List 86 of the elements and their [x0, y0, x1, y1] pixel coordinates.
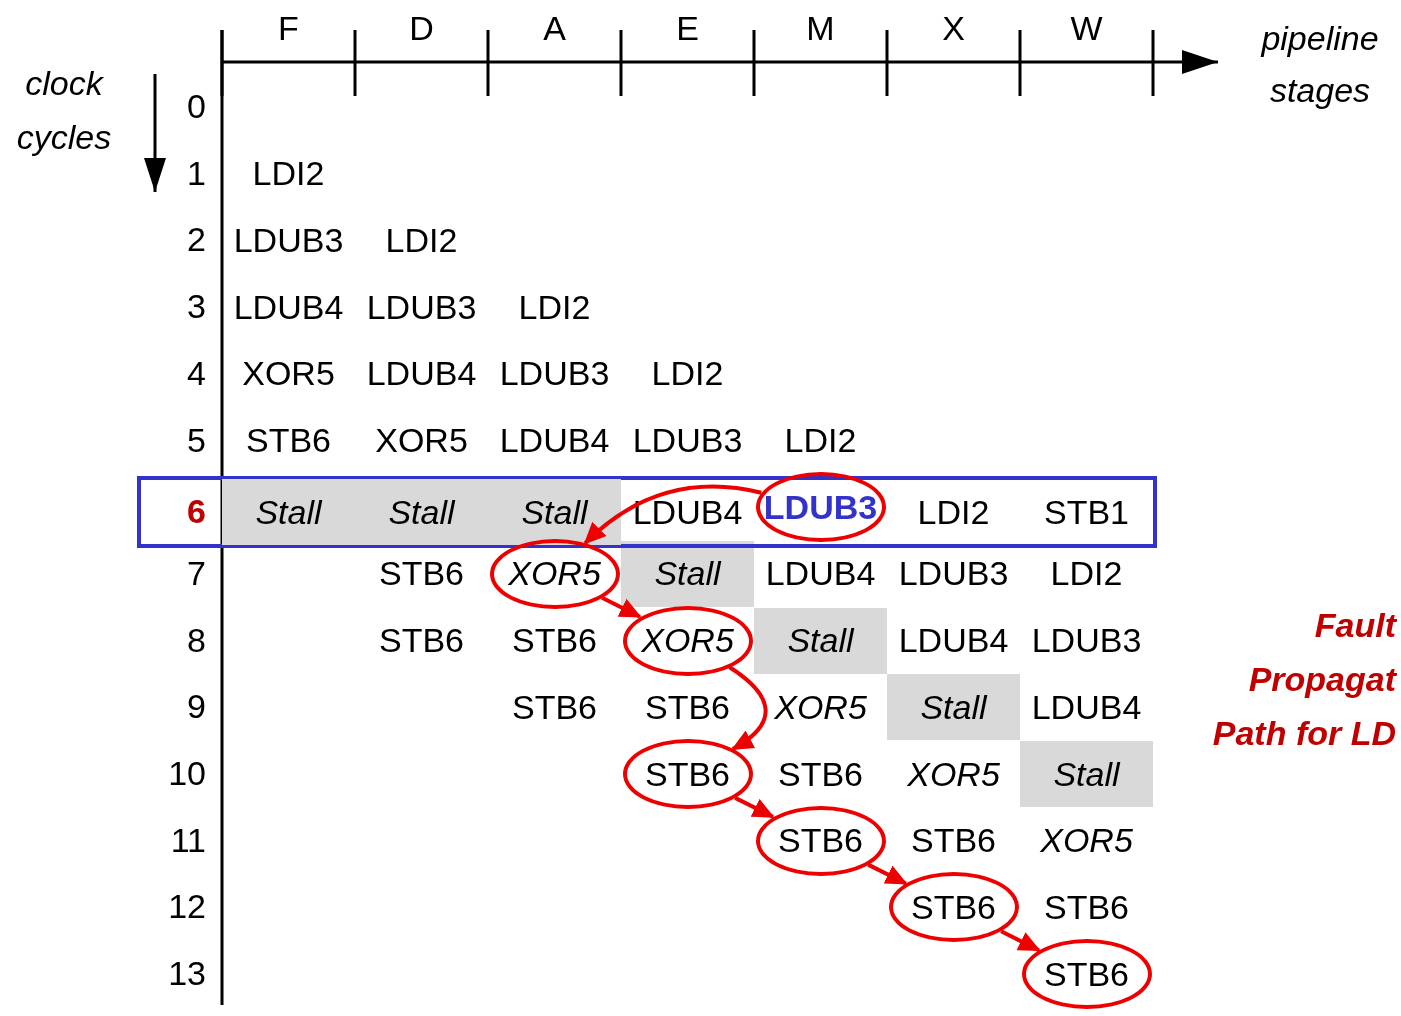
row-number: 4	[187, 353, 206, 393]
instruction-cell-text: LDUB4	[232, 286, 345, 328]
stage-label: A	[542, 7, 567, 49]
instruction-cell-text: XOR5	[1039, 820, 1134, 862]
instruction-cell-text: STB6	[377, 553, 465, 595]
arrow	[728, 665, 768, 751]
instruction-cell-text: STB6	[909, 820, 997, 862]
circled-cell	[1021, 939, 1152, 1010]
stall-cell: Stall	[754, 607, 887, 674]
instruction-text: LDUB3	[763, 487, 878, 527]
instruction-text: XOR5	[508, 554, 601, 594]
circled-cell	[888, 872, 1019, 943]
stall-cell: Stall	[488, 479, 621, 545]
instruction-cell-text: STB6	[643, 686, 731, 728]
instruction-cell-text: LDI2	[384, 219, 459, 261]
instruction-text: STB6	[1043, 954, 1129, 994]
stall-cell: Stall	[355, 479, 488, 545]
stall-cell: Stall	[621, 540, 754, 607]
instruction-cell-text: LDUB3	[897, 553, 1010, 595]
instruction-cell-text: LDI2	[517, 286, 592, 328]
instruction-cell-text: XOR5	[241, 353, 336, 395]
stall-cell: Stall	[887, 674, 1020, 741]
row-number: 6	[187, 492, 206, 531]
circled-cell	[755, 472, 886, 543]
row-number: 11	[170, 820, 206, 860]
instruction-text: XOR5	[641, 621, 734, 661]
instruction-cell-text: LDI2	[916, 491, 991, 533]
instruction-cell-text: LDI2	[783, 420, 858, 461]
circled-cell	[622, 739, 753, 809]
instruction-text: STB6	[777, 821, 863, 861]
row-number: 9	[187, 687, 206, 727]
stall-cell: Stall	[222, 479, 355, 545]
instruction-cell-text: LDUB3	[365, 286, 478, 328]
circled-cell	[755, 805, 886, 876]
row-number: 7	[187, 553, 206, 593]
row-number: 13	[168, 954, 206, 994]
stage-label: M	[805, 7, 836, 49]
instruction-cell-text: LDI2	[1049, 553, 1124, 595]
instruction-cell-text: LDUB3	[1030, 620, 1143, 662]
instruction-cell-text: LDUB4	[897, 620, 1010, 662]
stage-label: X	[941, 7, 966, 49]
instruction-cell-text: XOR5	[906, 753, 1001, 795]
axis-title: pipeline stages	[1259, 18, 1380, 111]
arrow	[734, 796, 775, 819]
instruction-cell-text: XOR5	[374, 420, 469, 461]
instruction-text: STB6	[644, 754, 730, 794]
stage-label: D	[408, 7, 435, 49]
row-number: 10	[168, 754, 206, 793]
row-number: 12	[168, 887, 206, 927]
instruction-cell-text: LDUB4	[498, 420, 611, 461]
instruction-cell-text: STB6	[1042, 886, 1130, 928]
stage-label: E	[675, 7, 700, 49]
axis-title: clock cycles	[15, 63, 113, 158]
stage-label: W	[1069, 7, 1104, 49]
instruction-cell-text: LDUB4	[1030, 686, 1143, 728]
instruction-cell-text: STB6	[244, 420, 332, 461]
instruction-cell-text: LDUB4	[365, 353, 478, 395]
instruction-cell-text: STB6	[510, 620, 598, 662]
instruction-text: STB6	[910, 887, 996, 927]
stall-cell: Stall	[1020, 741, 1153, 807]
annotation-text: Fault Propagat Path for LD	[1211, 605, 1396, 754]
instruction-cell-text: STB1	[1042, 491, 1130, 533]
row-number: 0	[187, 87, 206, 126]
arrow	[601, 596, 642, 619]
arrow	[1000, 929, 1041, 952]
circled-cell	[622, 605, 753, 676]
instruction-cell-text: LDUB4	[764, 553, 877, 595]
instruction-cell-text: LDUB3	[232, 219, 345, 261]
arrow	[867, 862, 908, 886]
instruction-cell-text: STB6	[377, 620, 465, 662]
instruction-cell-text: LDUB3	[631, 420, 744, 461]
row-number: 3	[187, 287, 206, 327]
stage-label: F	[277, 7, 300, 49]
instruction-cell-text: LDI2	[650, 353, 725, 395]
row-number: 2	[187, 220, 206, 260]
row-number: 1	[187, 153, 206, 193]
instruction-cell-text: STB6	[510, 686, 598, 728]
row-number: 5	[187, 420, 206, 460]
circled-cell	[489, 538, 620, 609]
arrow	[583, 484, 762, 545]
instruction-cell-text: STB6	[776, 753, 864, 795]
instruction-cell-text: LDUB4	[631, 491, 744, 533]
instruction-cell-text: XOR5	[773, 686, 868, 728]
row-number: 8	[187, 620, 206, 660]
instruction-cell-text: LDI2	[251, 153, 326, 195]
instruction-cell-text: LDUB3	[498, 353, 611, 395]
